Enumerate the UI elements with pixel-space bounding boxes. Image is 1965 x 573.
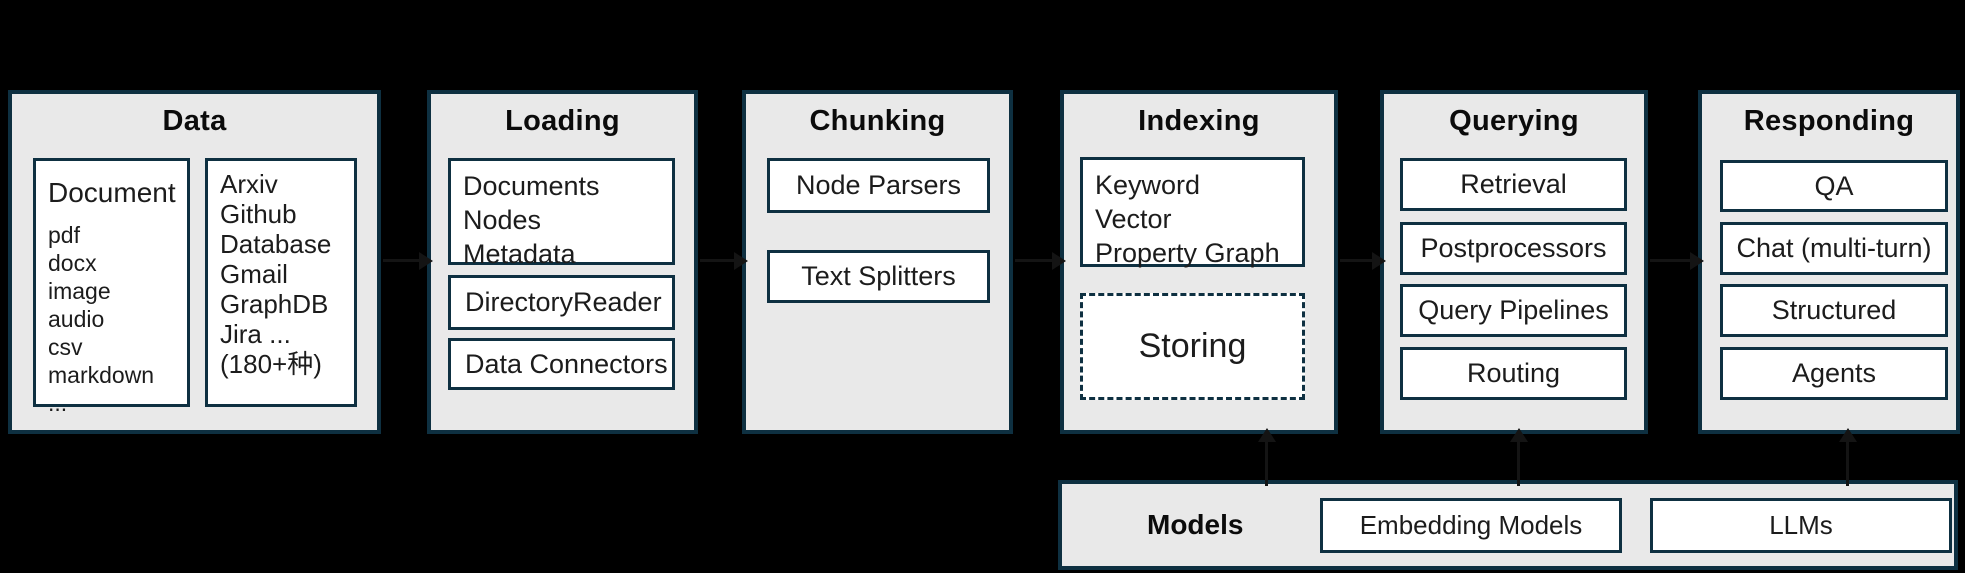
data-source-count: (180+种)	[220, 349, 322, 379]
postprocessors-item: Postprocessors	[1400, 222, 1627, 275]
routing-item: Routing	[1400, 347, 1627, 400]
models-bar-title: Models	[1147, 509, 1244, 540]
text-splitters-item: Text Splitters	[767, 250, 990, 303]
section-responding-title: Responding	[1743, 105, 1915, 137]
chat-multi-turn-item: Chat (multi-turn)	[1720, 222, 1948, 275]
query-pipelines-item: Query Pipelines	[1400, 284, 1627, 337]
data-source: GraphDB	[220, 289, 329, 319]
agents-item: Agents	[1720, 347, 1948, 400]
section-loading: Loading Documents Nodes Metadata Directo…	[427, 90, 698, 434]
arrow-models-to-responding	[1846, 440, 1849, 486]
structured-item: Structured	[1720, 284, 1948, 337]
arrow-chunking-to-indexing	[1015, 259, 1052, 262]
document-type: docx	[48, 250, 97, 276]
data-source: Arxiv	[220, 169, 278, 199]
arrowhead-right-icon	[419, 252, 433, 270]
document-type: markdown	[48, 362, 155, 388]
section-loading-title: Loading	[505, 105, 620, 137]
data-connectors-item: Data Connectors	[448, 338, 675, 390]
arrow-models-to-querying	[1517, 440, 1520, 486]
index-types-panel: Keyword Vector Property Graph	[1080, 157, 1305, 268]
arrowhead-right-icon	[1372, 252, 1386, 270]
section-indexing: Indexing Keyword Vector Property Graph S…	[1060, 90, 1338, 434]
documents-nodes-metadata-panel: Documents Nodes Metadata	[448, 158, 675, 269]
arrow-data-to-loading	[383, 259, 419, 262]
models-bar: Models Embedding Models LLMs	[1058, 480, 1958, 570]
loading-concept: Documents	[463, 171, 600, 201]
document-panel-heading: Document	[48, 177, 176, 208]
data-source: Github	[220, 199, 297, 229]
arrowhead-right-icon	[734, 252, 748, 270]
section-data: Data Document pdf docx image audio csv m…	[8, 90, 381, 434]
arrowhead-up-icon	[1839, 428, 1857, 442]
storing-box: Storing	[1080, 293, 1305, 400]
loading-concept: Nodes	[463, 205, 542, 235]
data-source: Database	[220, 229, 332, 259]
retrieval-item: Retrieval	[1400, 158, 1627, 211]
index-type: Vector	[1095, 204, 1172, 234]
data-source: Gmail	[220, 259, 288, 289]
section-responding: Responding QA Chat (multi-turn) Structur…	[1698, 90, 1960, 434]
section-data-title: Data	[162, 105, 227, 137]
arrowhead-right-icon	[1690, 252, 1704, 270]
document-type: audio	[48, 306, 105, 332]
embedding-models-item: Embedding Models	[1320, 498, 1622, 553]
arrowhead-right-icon	[1052, 252, 1066, 270]
node-parsers-item: Node Parsers	[767, 158, 990, 213]
llms-item: LLMs	[1650, 498, 1952, 553]
loading-concept: Metadata	[463, 239, 576, 269]
section-indexing-title: Indexing	[1138, 105, 1260, 137]
sources-panel: Arxiv Github Database Gmail GraphDB Jira…	[205, 158, 357, 407]
section-querying-title: Querying	[1449, 105, 1579, 137]
arrowhead-up-icon	[1258, 428, 1276, 442]
document-type: pdf	[48, 222, 80, 248]
section-chunking-title: Chunking	[809, 105, 946, 137]
document-type: csv	[48, 334, 83, 360]
index-type: Property Graph	[1095, 238, 1280, 268]
arrow-indexing-to-querying	[1340, 259, 1372, 262]
arrow-querying-to-responding	[1650, 259, 1690, 262]
arrow-loading-to-chunking	[700, 259, 734, 262]
arrowhead-up-icon	[1510, 428, 1528, 442]
section-querying: Querying Retrieval Postprocessors Query …	[1380, 90, 1648, 434]
arrow-models-to-indexing	[1265, 440, 1268, 486]
document-type: ...	[48, 390, 68, 416]
data-source: Jira ...	[220, 319, 291, 349]
document-panel: Document pdf docx image audio csv markdo…	[33, 158, 190, 416]
section-chunking: Chunking Node Parsers Text Splitters	[742, 90, 1013, 434]
index-type: Keyword	[1095, 170, 1201, 200]
qa-item: QA	[1720, 160, 1948, 212]
directory-reader-item: DirectoryReader	[448, 275, 675, 330]
document-type: image	[48, 278, 111, 304]
